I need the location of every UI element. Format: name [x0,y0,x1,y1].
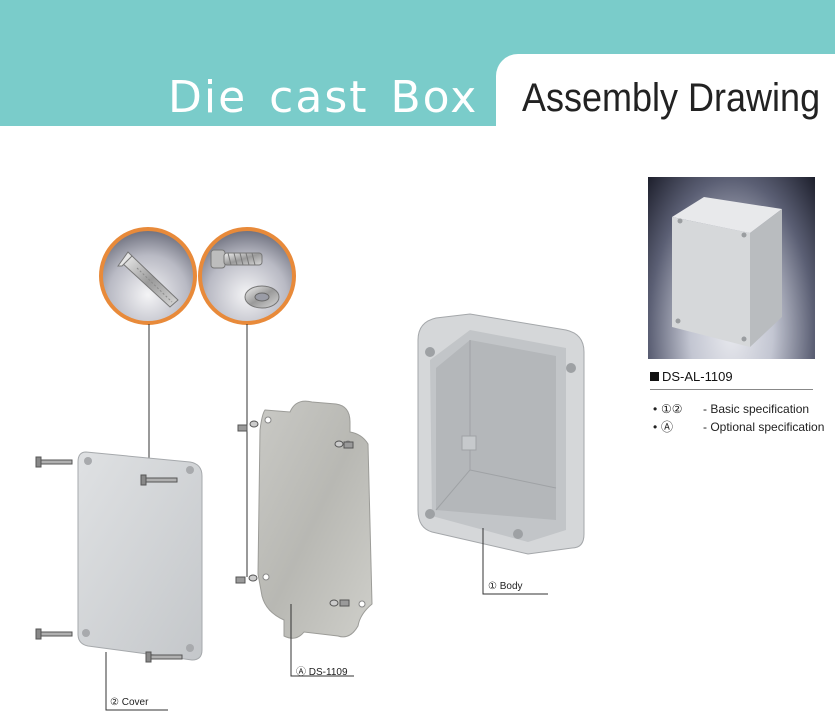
page-subtitle: Assembly Drawing [522,76,821,120]
product-code: DS-AL-1109 [650,369,733,384]
cover-callout: ② Cover [110,697,149,708]
body-leader [482,528,548,595]
spec-basic: •①② - Basic specification [653,402,809,416]
plate-screws [235,420,354,607]
header-tab [496,54,835,134]
spec-marks: ①② [661,402,683,416]
plate-leader [290,604,354,677]
cover-screws [35,456,183,663]
spec-optional: •Ⓐ - Optional specification [653,418,824,435]
washer-detail-circle [198,227,296,325]
spec-bullet: • [653,402,658,416]
plate-callout: Ⓐ DS-1109 [296,667,348,678]
body-part [417,313,585,555]
square-bullet-icon [650,372,659,381]
product-photo [648,177,815,359]
spec-marks: Ⓐ [661,420,674,434]
page-title: Die cast Box [168,72,479,123]
cover-leader [105,652,168,711]
screw-detail-circle [99,227,197,325]
cover-part [77,451,203,661]
enclosure-photo-illustration [672,197,782,347]
mounting-plate-part [257,400,373,639]
spec-text: - Optional specification [703,420,825,434]
spec-text: - Basic specification [703,402,810,416]
spec-bullet: • [653,420,658,434]
product-code-text: DS-AL-1109 [662,369,733,384]
product-code-divider [650,389,813,390]
body-callout: ① Body [488,581,523,592]
